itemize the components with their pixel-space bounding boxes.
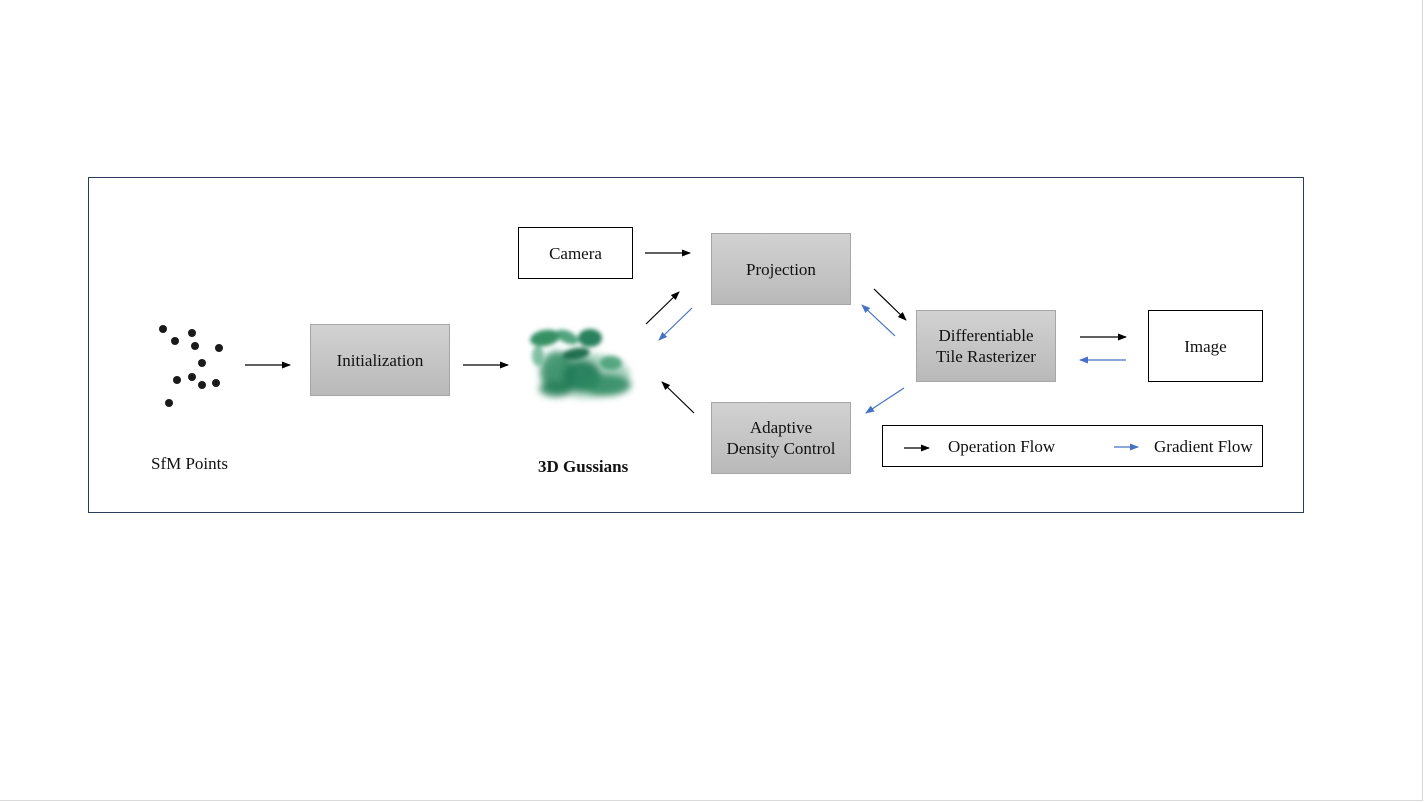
gaussian-ellipse (555, 329, 579, 345)
gradient-projection-to-gaussians (658, 307, 693, 341)
sfm-point (198, 381, 206, 389)
initialization-box: Initialization (310, 324, 450, 396)
gaussian-ellipse (600, 356, 622, 370)
legend-gradient-label: Gradient Flow (1154, 437, 1253, 456)
sfm-point (171, 337, 179, 345)
gaussian-ellipse (530, 329, 560, 347)
sfm-point (165, 399, 173, 407)
rasterizer-label-line2: Tile Rasterizer (936, 347, 1036, 366)
legend-operation-label: Operation Flow (948, 437, 1056, 456)
rasterizer-label-line1: Differentiable (938, 326, 1034, 345)
sfm-point (215, 344, 223, 352)
gaussian-ellipse (562, 347, 590, 361)
sfm-point (159, 325, 167, 333)
gaussian-ellipse (539, 381, 573, 397)
camera-box: Camera (518, 227, 633, 279)
arrow-projection-to-rasterizer (873, 288, 907, 321)
camera-label: Camera (549, 243, 602, 263)
sfm-point (188, 329, 196, 337)
diagram-frame (88, 177, 1304, 513)
sfm-point (212, 379, 220, 387)
sfm-point (198, 359, 206, 367)
image-label: Image (1184, 336, 1227, 356)
density-label-line2: Density Control (726, 439, 836, 458)
gaussian-ellipse (532, 346, 544, 366)
gaussian-ellipse (578, 329, 602, 347)
rasterizer-box: Differentiable Tile Rasterizer (916, 310, 1056, 382)
sfm-point (191, 342, 199, 350)
density-label-line1: Adaptive (749, 418, 813, 437)
legend-box: Operation Flow Gradient Flow (882, 425, 1263, 467)
image-box: Image (1148, 310, 1263, 382)
density-control-box: Adaptive Density Control (711, 402, 851, 474)
projection-box: Projection (711, 233, 851, 305)
arrow-gaussians-to-projection (645, 291, 680, 325)
sfm-point (173, 376, 181, 384)
gradient-rasterizer-to-density (865, 387, 905, 414)
gradient-rasterizer-to-projection (861, 304, 896, 337)
gaussian-ellipse (581, 374, 631, 396)
sfm-points-label: SfM Points (151, 454, 228, 473)
gaussians-label: 3D Gussians (538, 457, 629, 476)
initialization-label: Initialization (336, 350, 424, 370)
arrow-density-to-gaussians (661, 381, 695, 414)
sfm-point (188, 373, 196, 381)
legend-swatches (904, 443, 1139, 452)
projection-label: Projection (746, 259, 816, 279)
